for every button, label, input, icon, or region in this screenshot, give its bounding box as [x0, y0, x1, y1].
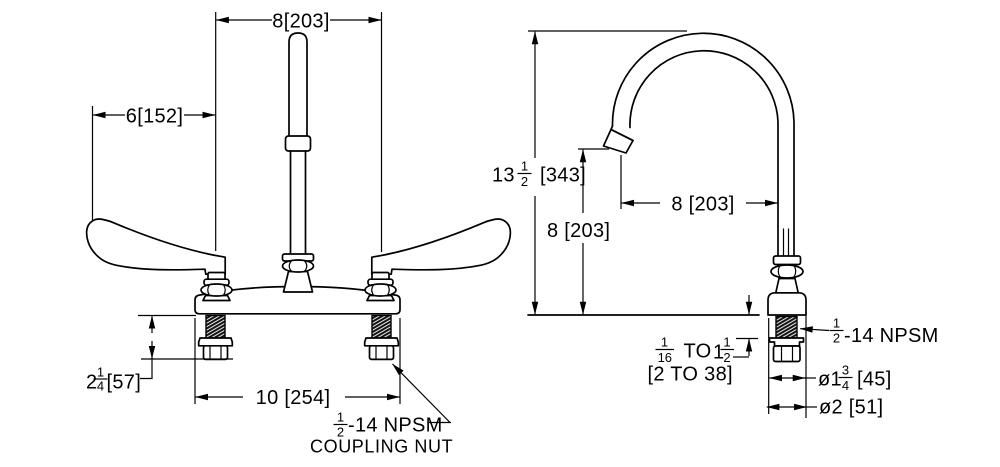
range-num2: 1 [723, 335, 730, 350]
side-height-dim-label: 13 1 2 [343] [492, 159, 586, 189]
height-den: 2 [521, 174, 528, 189]
flange-dia-metric: [45] [857, 369, 892, 391]
range-den2: 2 [723, 350, 730, 365]
front-handle-right [364, 218, 512, 302]
deck-clamp-num: 1 [97, 365, 104, 380]
side-outlet-height-label: 8 [203] [547, 220, 610, 242]
range-to: TO [684, 341, 712, 363]
range-whole2: 1 [713, 342, 724, 364]
front-coupling-note: 1 2 -14 NPSM COUPLING NUT [310, 410, 453, 457]
flange-dia-den: 4 [842, 378, 849, 393]
front-deck-clamp-dim-label: 2 1 4 [57] [86, 365, 141, 394]
side-shank [768, 315, 805, 363]
thread-rest: -14 NPSM [844, 325, 939, 347]
range-den1: 16 [658, 350, 672, 365]
front-spread-dim-label: 8[203] [272, 11, 329, 33]
range-num1: 1 [661, 335, 668, 350]
coupling-num: 1 [337, 410, 344, 425]
flange-dia-prefix: ø1 [818, 369, 842, 391]
front-view [85, 32, 512, 361]
side-base-dia-label: ø2 [51] [819, 397, 883, 419]
front-shank-left [197, 314, 234, 361]
coupling-line2: COUPLING NUT [310, 437, 453, 457]
side-thread-note: 1 2 -14 NPSM [829, 316, 939, 347]
dimension-labels: 8[203] 6[152] 2 1 4 [57] 10 [254] 1 2 -1… [86, 11, 939, 457]
front-centers-dim-label: 10 [254] [256, 387, 331, 409]
height-metric: [343] [540, 165, 586, 187]
deck-clamp-whole: 2 [86, 372, 97, 394]
height-num: 1 [521, 159, 528, 174]
front-deck [194, 285, 401, 315]
thread-num: 1 [833, 316, 840, 331]
deck-clamp-den: 4 [97, 379, 104, 394]
side-reach-label: 8 [203] [671, 194, 734, 216]
dimension-lines [91, 12, 830, 424]
side-view [527, 32, 807, 363]
side-spout-base [767, 255, 807, 316]
coupling-rest: -14 NPSM [348, 415, 443, 437]
side-gooseneck-spout [602, 32, 795, 257]
front-handle-left [85, 218, 233, 302]
flange-dia-num: 3 [842, 363, 849, 378]
front-handle-dim-label: 6[152] [126, 106, 183, 128]
front-shank-right [363, 314, 400, 361]
thread-den: 2 [833, 331, 840, 346]
side-deck-range-label: 1 16 TO 1 1 2 [2 TO 38] [648, 335, 734, 386]
deck-clamp-metric: [57] [107, 372, 142, 394]
height-whole: 13 [492, 165, 515, 187]
coupling-den: 2 [337, 425, 344, 440]
front-spout [281, 32, 315, 293]
side-flange-dia-label: ø1 3 4 [45] [818, 363, 892, 393]
range-line2: [2 TO 38] [648, 364, 733, 386]
